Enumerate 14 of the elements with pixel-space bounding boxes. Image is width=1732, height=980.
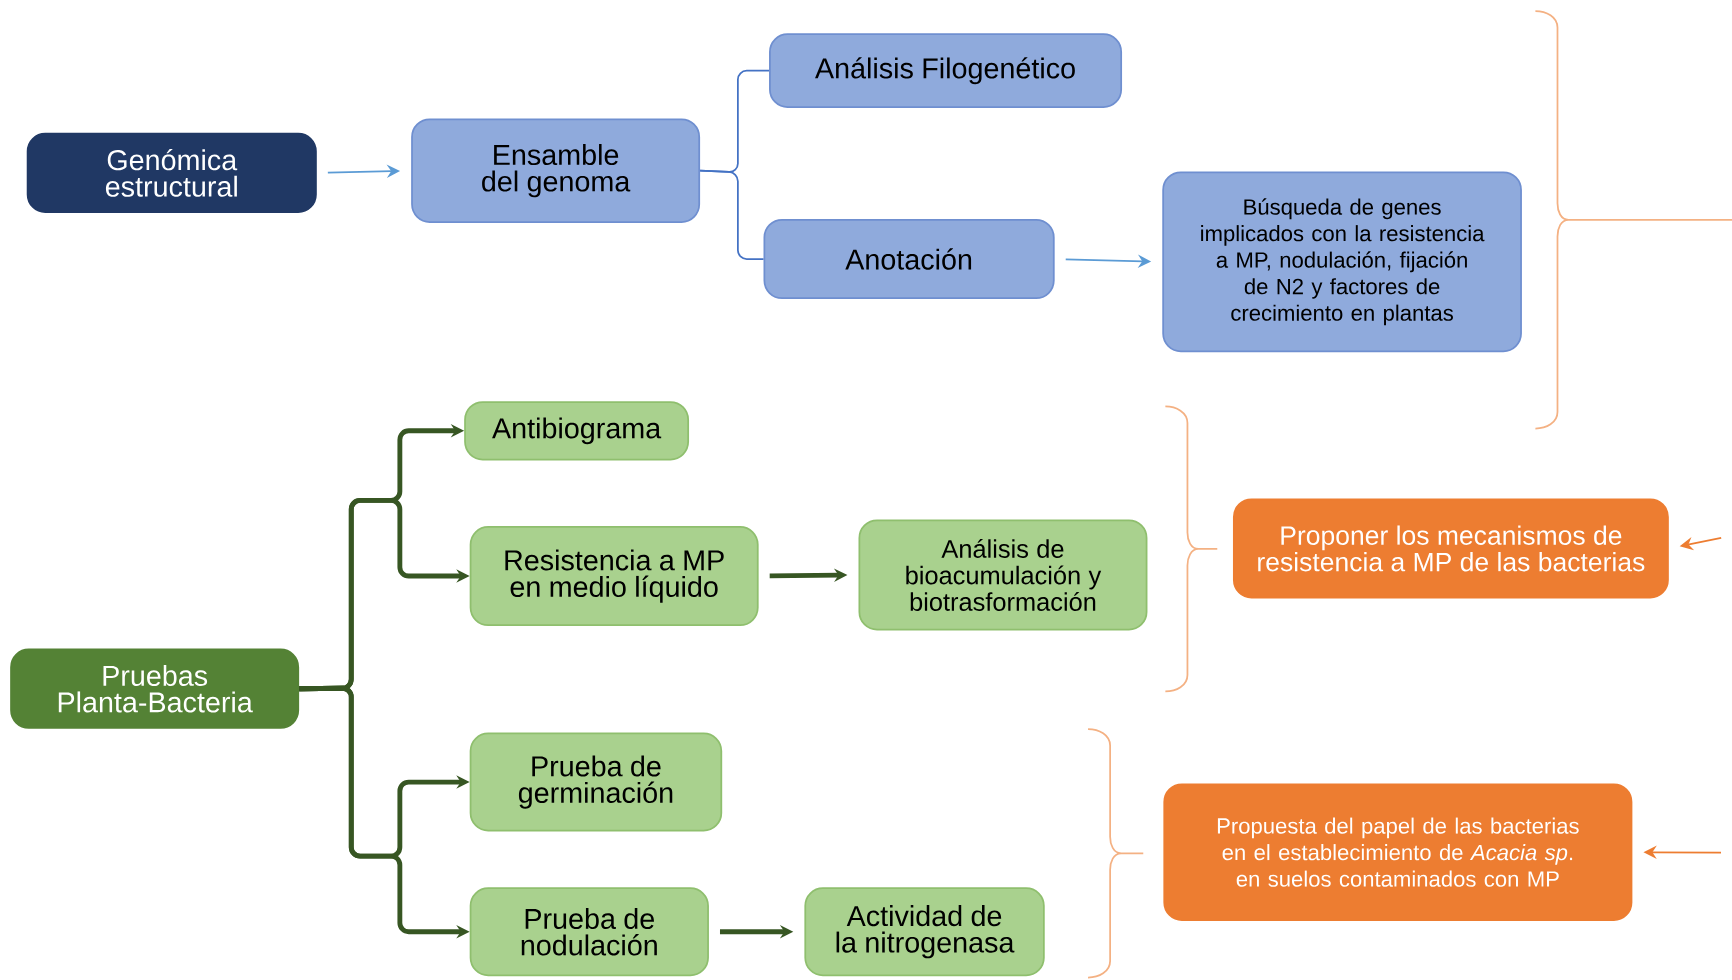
process-box: Antibiograma xyxy=(464,401,690,461)
process-box: Actividad de la nitrogenasa xyxy=(804,887,1045,977)
header-box: Genómica estructural xyxy=(26,132,317,214)
process-box: Resistencia a MP en medio líquido xyxy=(469,526,759,627)
process-box: Prueba de nodulación xyxy=(469,887,709,977)
process-box: Prueba de germinación xyxy=(469,732,723,832)
process-box: Ensamble del genoma xyxy=(411,118,701,223)
process-box: Análisis de bioacumulación y biotrasformación xyxy=(858,519,1148,631)
process-box: Búsqueda de genes implicados con la resistencia a MP, nodulación, fijación de N2 y factores de crecimiento en plantas xyxy=(1162,171,1522,353)
result-box: Propuesta del papel de las bacterias en el establecimiento de Acacia sp. en suelos contaminados con MP xyxy=(1163,783,1633,922)
result-box: Proponer los mecanismos de resistencia a MP de las bacterias xyxy=(1232,498,1669,599)
process-box: Anotación xyxy=(763,219,1055,300)
process-box: Análisis Filogenético xyxy=(769,33,1123,109)
header-box: Pruebas Planta-Bacteria xyxy=(10,648,300,729)
